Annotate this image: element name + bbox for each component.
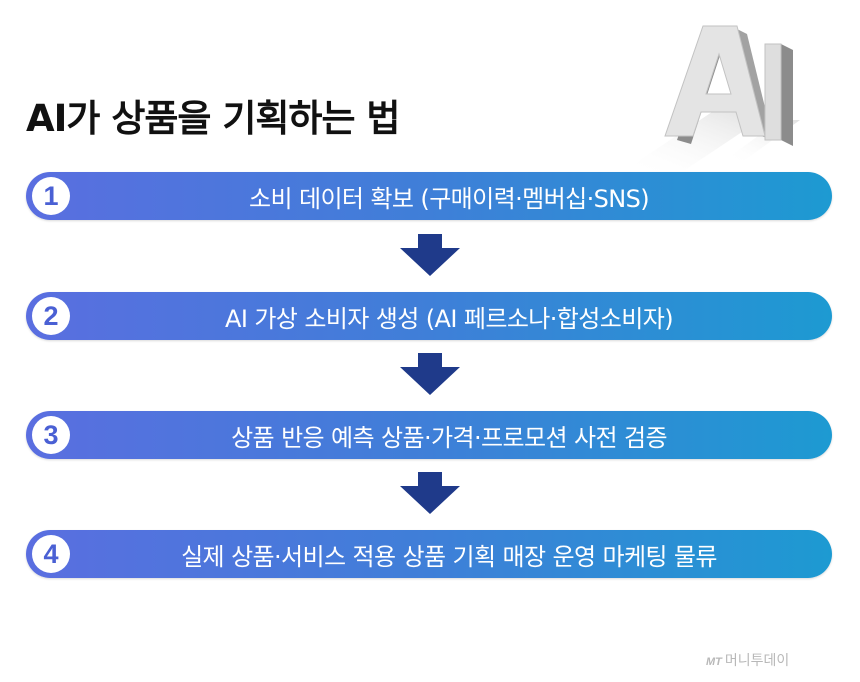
step-3-bar: 3 상품 반응 예측 상품·가격·프로모션 사전 검증 (26, 411, 832, 459)
step-3-text: 상품 반응 예측 상품·가격·프로모션 사전 검증 (231, 423, 667, 452)
watermark-brand-mark: MT (706, 656, 722, 668)
step-2-text: AI 가상 소비자 생성 (AI 페르소나·합성소비자) (225, 304, 674, 333)
step-4-text: 실제 상품·서비스 적용 상품 기획 매장 운영 마케팅 물류 (181, 542, 717, 571)
page-title: AI가 상품을 기획하는 법 (26, 97, 400, 140)
step-3-number: 3 (32, 416, 70, 454)
step-1-bar: 1 소비 데이터 확보 (구매이력·멤버십·SNS) (26, 172, 832, 220)
step-2-bar: 2 AI 가상 소비자 생성 (AI 페르소나·합성소비자) (26, 292, 832, 340)
watermark-text: 머니투데이 (724, 652, 790, 668)
step-4-number: 4 (32, 535, 70, 573)
down-arrow-icon (400, 234, 460, 276)
step-2-number: 2 (32, 297, 70, 335)
step-1-text: 소비 데이터 확보 (구매이력·멤버십·SNS) (248, 184, 650, 213)
step-1-number: 1 (32, 177, 70, 215)
step-4-bar: 4 실제 상품·서비스 적용 상품 기획 매장 운영 마케팅 물류 (26, 530, 832, 578)
down-arrow-icon (400, 353, 460, 395)
ai-3d-logo (625, 25, 800, 170)
down-arrow-icon (400, 472, 460, 514)
